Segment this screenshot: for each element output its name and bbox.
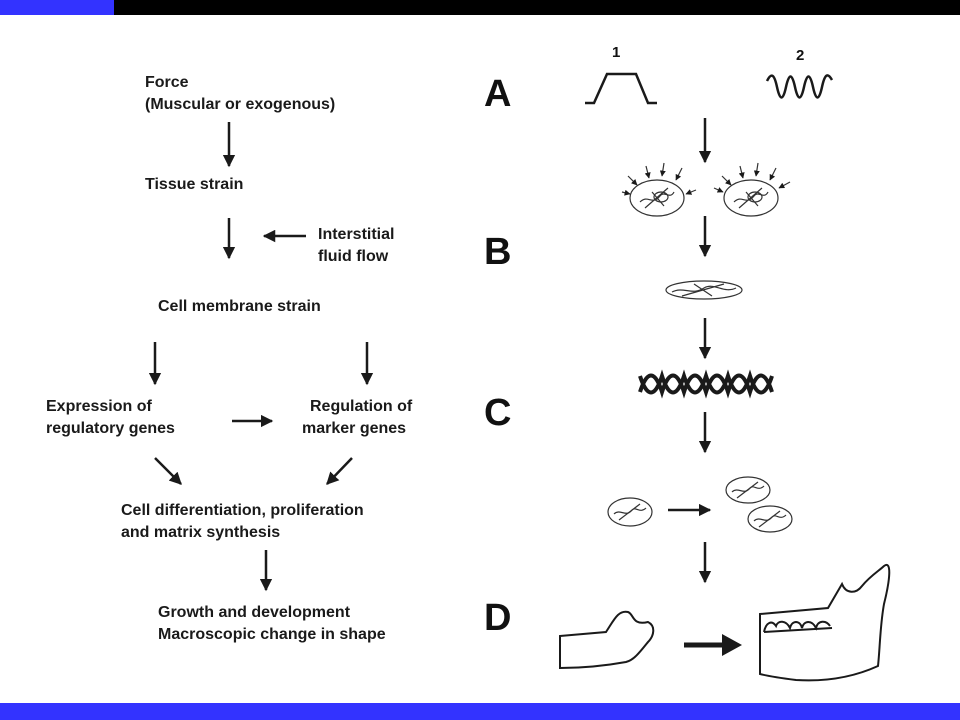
growth-label-line2: Macroscopic change in shape: [158, 626, 386, 643]
arrow-regulation-to-differentiation: [326, 457, 353, 485]
force-sub-label: (Muscular or exogenous): [145, 96, 336, 113]
arrow-expression-to-differentiation: [154, 457, 182, 485]
stage-letter-a: A: [484, 73, 512, 115]
signal-label-1: 1: [612, 44, 621, 61]
mature-mandible-icon: [759, 563, 891, 682]
strained-cell-icon: [621, 162, 697, 217]
expression-label-line1: Expression of: [46, 398, 152, 415]
expression-label-line2: regulatory genes: [46, 420, 175, 437]
top-bar-accent: [0, 0, 114, 15]
strained-cell-icon: [713, 162, 791, 217]
bottom-bar: [0, 703, 960, 720]
membrane-strain-label: Cell membrane strain: [158, 298, 321, 315]
growth-label-line1: Growth and development: [158, 604, 351, 621]
regulation-label-line1: Regulation of: [310, 398, 413, 415]
stage-letter-d: D: [484, 597, 512, 639]
differentiation-label-line1: Cell differentiation, proliferation: [121, 502, 364, 519]
tissue-strain-label: Tissue strain: [145, 176, 244, 193]
stage-letter-b: B: [484, 231, 512, 273]
trapezoid-signal-icon: [585, 72, 657, 105]
regulation-label-line2: marker genes: [302, 420, 407, 437]
sine-wave-signal-icon: [765, 74, 834, 99]
flattened-cell-icon: [665, 280, 743, 300]
dna-helix-icon: [638, 369, 774, 399]
fluid-flow-label-line2: fluid flow: [318, 248, 389, 265]
force-label: Force: [145, 74, 189, 91]
small-jaw-icon: [559, 610, 655, 670]
fluid-flow-label-line1: Interstitial: [318, 226, 395, 243]
signal-label-2: 2: [796, 47, 805, 64]
top-bar: [0, 0, 960, 15]
stage-letter-c: C: [484, 392, 512, 434]
arrow-jaw-growth-head: [722, 634, 742, 656]
differentiation-label-line2: and matrix synthesis: [121, 524, 281, 541]
dividing-cells-icon: [607, 476, 793, 533]
